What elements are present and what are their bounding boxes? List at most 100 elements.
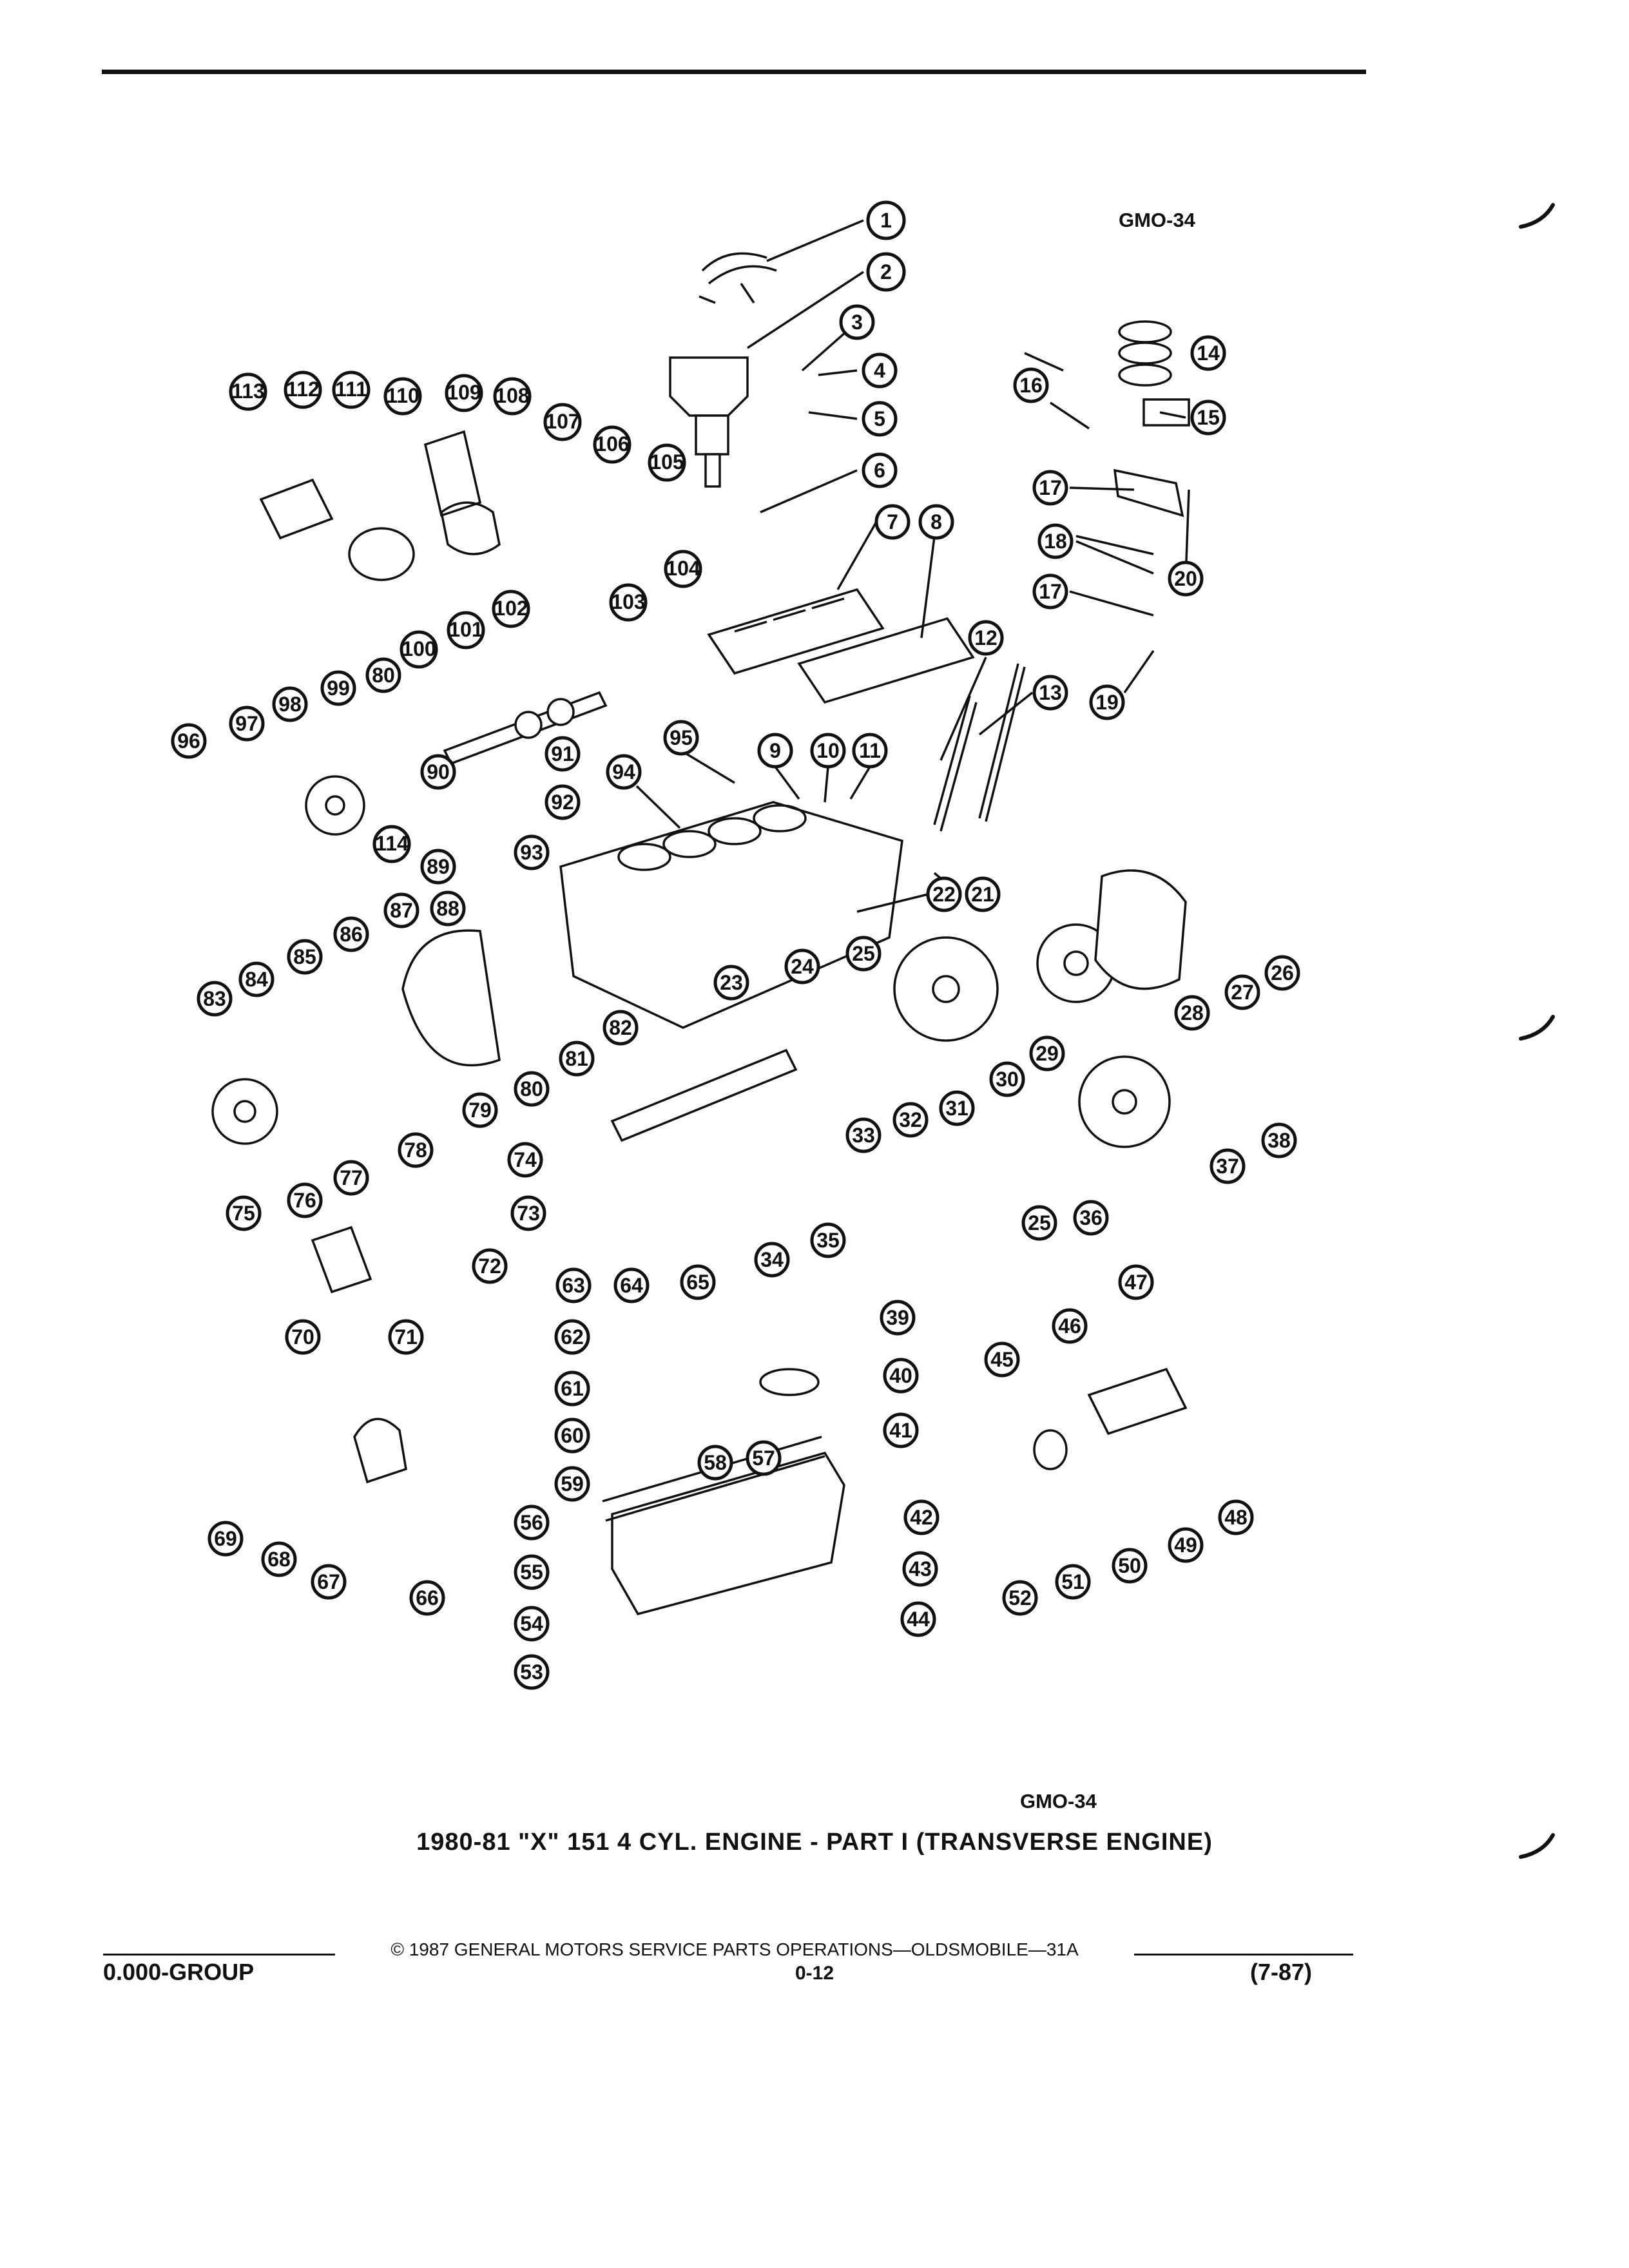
svg-text:106: 106 [595,432,629,456]
callout-31: 31 [939,1090,975,1126]
svg-text:26: 26 [1271,961,1294,985]
svg-text:102: 102 [494,597,528,620]
svg-text:100: 100 [401,637,436,660]
svg-text:53: 53 [520,1660,543,1684]
callout-36: 36 [1073,1200,1109,1236]
callout-60: 60 [554,1418,590,1454]
svg-text:67: 67 [317,1570,340,1593]
svg-text:83: 83 [203,987,226,1010]
callout-17b: 17 [1032,573,1068,610]
svg-text:89: 89 [427,855,450,878]
callout-badges: 1 2 3 4 5 6 7 8 9 10 11 12 13 14 15 16 1… [171,200,1300,1690]
callout-89: 89 [420,849,456,885]
callout-77: 77 [333,1160,369,1196]
callout-29: 29 [1029,1035,1065,1072]
callout-99: 99 [320,670,356,706]
svg-text:69: 69 [214,1527,237,1550]
callout-44: 44 [900,1601,936,1637]
svg-text:84: 84 [245,968,268,991]
callout-112: 112 [284,370,322,409]
svg-text:44: 44 [907,1608,930,1631]
callout-14: 14 [1190,335,1226,371]
svg-text:59: 59 [561,1472,584,1495]
callout-39: 39 [880,1300,916,1336]
callout-83: 83 [197,981,233,1017]
callout-87: 87 [383,892,419,928]
svg-text:8: 8 [930,510,942,533]
svg-text:66: 66 [416,1586,439,1610]
svg-text:40: 40 [889,1364,912,1387]
svg-text:57: 57 [752,1446,775,1470]
svg-text:47: 47 [1124,1271,1148,1294]
callout-114: 114 [372,825,411,863]
callout-23: 23 [713,965,749,1001]
svg-text:46: 46 [1058,1314,1081,1338]
callout-8: 8 [918,504,954,540]
figure-title: 1980-81 "X" 151 4 CYL. ENGINE - PART I (… [416,1829,1213,1856]
figure-code-bottom: GMO-34 [1020,1790,1097,1812]
svg-text:110: 110 [386,384,419,407]
callout-73: 73 [510,1195,546,1231]
svg-text:77: 77 [340,1166,363,1189]
callout-3: 3 [839,304,875,340]
callout-17a: 17 [1032,470,1068,506]
svg-text:75: 75 [232,1202,255,1225]
svg-text:96: 96 [177,729,200,753]
svg-text:74: 74 [514,1148,537,1171]
svg-text:16: 16 [1019,374,1043,397]
callout-92: 92 [545,784,581,820]
svg-text:21: 21 [971,883,994,906]
callout-15: 15 [1190,399,1226,436]
callout-93: 93 [514,834,550,870]
svg-text:108: 108 [495,384,529,407]
callout-50: 50 [1112,1548,1148,1584]
callout-58: 58 [697,1445,733,1481]
footer-rule-right [1134,1954,1353,1956]
callout-5: 5 [862,401,898,437]
callout-59: 59 [554,1466,590,1502]
svg-text:98: 98 [278,693,302,716]
callout-95: 95 [663,720,699,756]
callout-103: 103 [609,583,648,622]
svg-text:95: 95 [670,726,693,749]
callout-35: 35 [810,1222,846,1258]
callout-43: 43 [902,1551,938,1587]
callout-98: 98 [272,686,308,722]
svg-text:104: 104 [666,557,700,580]
callout-55: 55 [514,1554,550,1590]
callout-66: 66 [409,1580,445,1616]
callout-18: 18 [1037,523,1074,559]
callout-33: 33 [845,1117,882,1153]
svg-text:5: 5 [874,407,885,430]
callout-68: 68 [261,1541,297,1577]
svg-text:85: 85 [293,945,316,968]
svg-text:36: 36 [1079,1206,1103,1229]
callout-96: 96 [171,723,207,759]
callout-1: 1 [866,200,906,240]
callout-24: 24 [784,948,820,985]
svg-text:71: 71 [394,1325,418,1349]
callout-97: 97 [229,706,265,742]
callout-4: 4 [862,352,898,389]
svg-text:20: 20 [1174,567,1197,590]
svg-text:50: 50 [1118,1554,1141,1577]
callout-94: 94 [606,754,642,790]
callout-79: 79 [462,1092,498,1128]
callout-102: 102 [492,590,530,628]
callout-91: 91 [545,736,581,772]
svg-text:63: 63 [562,1274,585,1297]
callout-25b: 25 [1021,1205,1057,1241]
callout-49: 49 [1168,1527,1204,1563]
svg-text:1: 1 [880,209,892,232]
svg-text:109: 109 [447,381,481,404]
svg-text:86: 86 [340,923,363,946]
svg-text:25: 25 [852,942,875,965]
svg-text:54: 54 [520,1612,543,1635]
callout-88: 88 [430,890,466,927]
top-rule [102,70,1366,74]
svg-text:73: 73 [517,1202,540,1225]
svg-text:51: 51 [1061,1570,1084,1593]
revision-date: (7-87) [1250,1959,1313,1985]
callout-85: 85 [287,939,323,975]
callout-90: 90 [420,754,456,790]
